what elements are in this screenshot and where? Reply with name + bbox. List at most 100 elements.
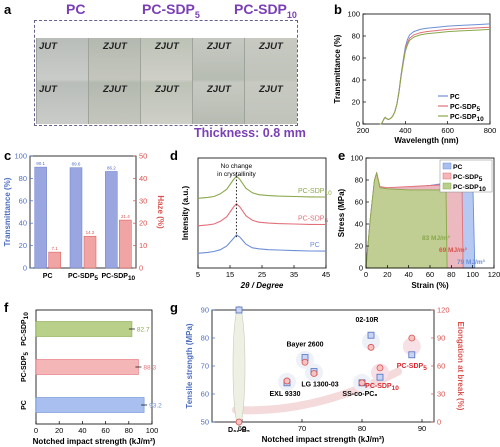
- point-label: PC-SDP5: [397, 363, 427, 372]
- series-line: [197, 234, 327, 254]
- y-right-axis-label: Elongation at break (%): [456, 322, 465, 411]
- x-tick-label: 100: [146, 426, 159, 435]
- x-tick-label: 0: [34, 426, 38, 435]
- energy-annotation: 79 MJ/m³: [457, 259, 486, 266]
- y-right-tick-label: 0: [139, 264, 143, 273]
- y-left-tick-label: 90: [201, 306, 209, 315]
- y-tick-label: 100: [350, 154, 363, 163]
- category-label: PC-SDP10: [101, 273, 135, 282]
- y-tick-label: 60: [352, 54, 360, 63]
- bar-value-label: 21.4: [121, 214, 130, 219]
- panel-g-label: g: [170, 300, 178, 315]
- y-tick-label: 20: [352, 98, 360, 107]
- film-text: ZJUT: [207, 84, 231, 95]
- y-left-tick-label: 80: [19, 174, 27, 183]
- tensile-point: [367, 331, 375, 339]
- elongation-point: [367, 343, 375, 351]
- panel-f-label: f: [4, 300, 9, 315]
- y-tick-label: 60: [355, 198, 363, 207]
- energy-annotation: 83 MJ/m³: [422, 235, 451, 242]
- elongation-point: [235, 418, 243, 426]
- bar-transmittance: [34, 166, 47, 269]
- film-text: ZJUT: [259, 41, 283, 52]
- y-left-tick-label: 60: [201, 390, 209, 399]
- x-tick-label: 70: [298, 424, 306, 433]
- x-tick-label: 600: [441, 126, 454, 135]
- film-text: JUT: [39, 41, 57, 52]
- series-label: PC: [310, 242, 320, 249]
- elongation-point: [376, 364, 384, 372]
- x-tick-label: 400: [399, 126, 412, 135]
- x-tick-label: 15: [226, 270, 234, 279]
- energy-annotation: 69 MJ/m³: [439, 247, 468, 254]
- x-tick-label: 20: [383, 270, 391, 279]
- y-axis-label: Transmittance (%): [333, 34, 342, 103]
- y-left-axis-label: Transmittance (%): [3, 177, 12, 246]
- x-axis-label: Wavelength (nm): [394, 136, 458, 145]
- bar: [35, 321, 133, 337]
- x-tick-label: 0: [364, 270, 368, 279]
- title-pc-sdp10: PC-SDP10: [234, 1, 297, 20]
- x-axis-label: 2θ / Degree: [240, 281, 284, 290]
- x-tick-label: 40: [78, 426, 86, 435]
- point-label: Bayer 2600: [287, 342, 324, 349]
- tensile-point: [408, 351, 416, 359]
- legend-swatch: [442, 182, 452, 190]
- x-tick-label: 5: [196, 270, 200, 279]
- series-line: [197, 175, 327, 199]
- panel-c-label: c: [4, 148, 11, 163]
- tensile-point: [235, 306, 243, 314]
- series-line: [197, 203, 327, 227]
- bar-value-label: 86.2: [107, 165, 116, 170]
- y-right-tick-label: 120: [437, 306, 450, 315]
- legend-swatch: [442, 172, 452, 180]
- bar: [35, 397, 145, 413]
- y-right-tick-label: 30: [437, 390, 445, 399]
- photo-frame: [34, 20, 298, 126]
- bar-value-label: 93.2: [149, 403, 162, 410]
- y-tick-label: 40: [352, 76, 360, 85]
- x-tick-label: 80: [447, 270, 455, 279]
- y-tick-label: 0: [356, 120, 360, 129]
- bar-transmittance: [105, 171, 118, 269]
- legend-label: PC: [453, 164, 463, 171]
- bar-value-label: 89.6: [72, 162, 81, 167]
- y-left-tick-label: 70: [201, 362, 209, 371]
- point-halo: [362, 332, 380, 351]
- series-line: [379, 28, 491, 125]
- point-halo: [371, 363, 389, 382]
- elongation-point: [408, 334, 416, 342]
- y-right-tick-label: 50: [139, 152, 147, 161]
- x-tick-label: 60: [238, 424, 246, 433]
- y-right-axis-label: Haze (%): [156, 195, 165, 229]
- x-tick-label: 45: [322, 270, 330, 279]
- bar-value-label: 7.1: [52, 246, 59, 251]
- x-tick-label: 800: [484, 126, 497, 135]
- y-tick-label: 0: [359, 264, 363, 273]
- point-label: SS-co-PC₈: [342, 391, 377, 398]
- bar-value-label: 82.7: [137, 327, 150, 334]
- y-axis-label: Stress (MPa): [337, 188, 346, 237]
- elongation-point: [301, 358, 309, 366]
- category-label: PC: [21, 400, 28, 410]
- y-right-tick-label: 90: [437, 334, 445, 343]
- y-left-tick-label: 100: [14, 152, 27, 161]
- legend-label: PC-SDP10: [450, 114, 484, 123]
- legend-swatch: [442, 162, 452, 170]
- category-label: PC-SDP5: [68, 273, 98, 282]
- y-right-tick-label: 20: [139, 219, 147, 228]
- panel-d-label: d: [170, 148, 178, 163]
- y-right-tick-label: 10: [139, 241, 147, 250]
- y-left-tick-label: 20: [19, 241, 27, 250]
- legend-label: PC-SDP5: [450, 104, 480, 113]
- y-left-tick-label: 0: [23, 264, 27, 273]
- y-right-tick-label: 0: [437, 418, 441, 427]
- legend-label: PC-SDP10: [453, 184, 486, 193]
